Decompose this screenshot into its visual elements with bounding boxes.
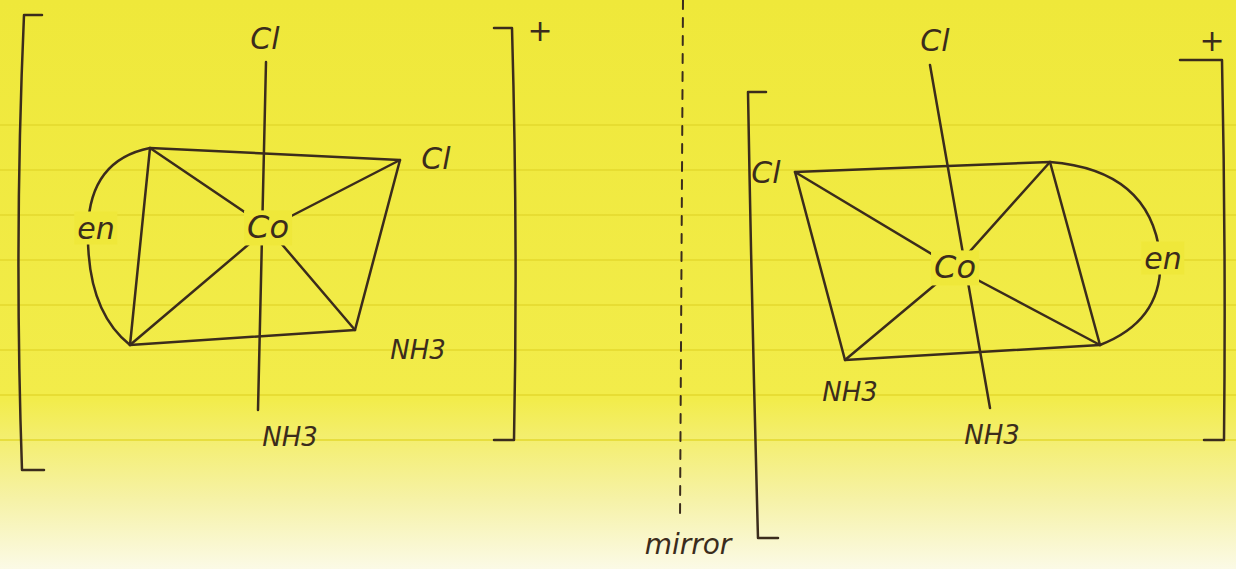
ligand-label: Cl (748, 156, 783, 189)
charge-sign: + (1196, 24, 1227, 57)
octahedron-plane (795, 162, 1100, 360)
ligand-label: NH3 (819, 378, 881, 407)
bracket (18, 15, 44, 470)
ligand-label: NH3 (387, 336, 449, 365)
ligand-label: NH3 (961, 421, 1023, 450)
octahedron-plane (130, 148, 400, 345)
ligand-label: en (1141, 242, 1184, 275)
bracket (494, 28, 516, 440)
ruled-lines (0, 125, 1236, 440)
charge-sign: + (524, 14, 555, 47)
ligand-label: Cl (418, 142, 453, 175)
en-chelate-arc (88, 148, 150, 345)
mirror-line (680, 0, 683, 520)
axial-bond (930, 65, 990, 408)
metal-label: Co (244, 210, 292, 245)
ligand-label: NH3 (259, 423, 321, 452)
bracket (1180, 60, 1225, 440)
metal-label: Co (931, 250, 979, 285)
ligand-label: Cl (917, 24, 952, 57)
ligand-label: Cl (247, 22, 282, 55)
mirror-label: mirror (642, 530, 735, 561)
ligand-label: en (74, 212, 117, 245)
